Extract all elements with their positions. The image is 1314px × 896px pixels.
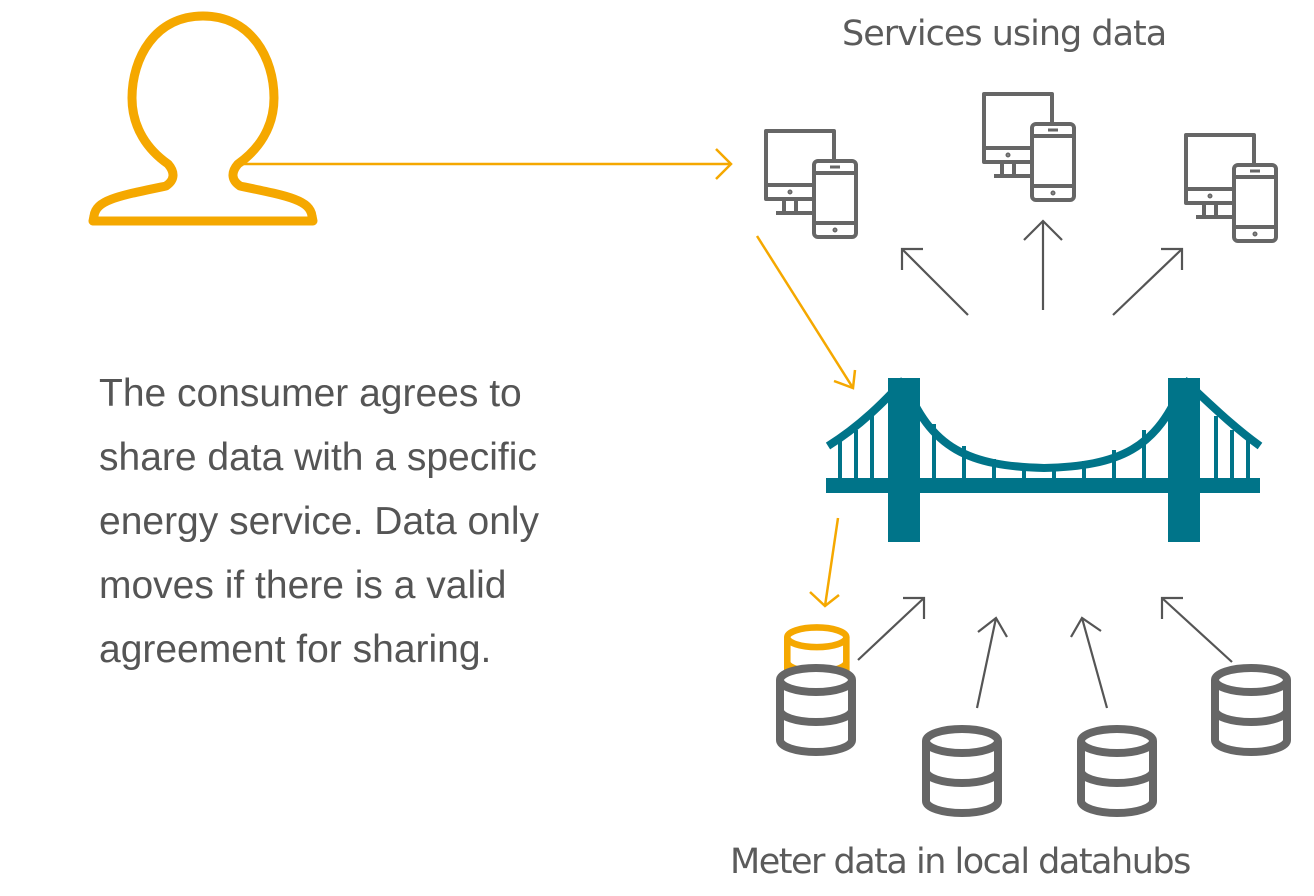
consent-arrow [236, 148, 733, 180]
datastore-to-bridge-arrows [857, 596, 1233, 709]
database-icon [1077, 726, 1157, 816]
meter-data-label: Meter data in local datahubs [730, 842, 1191, 882]
bridge-to-service-arrows [900, 219, 1184, 316]
bridge-icon [825, 377, 1263, 542]
service-device-icon [764, 129, 858, 239]
consumer-icon [88, 11, 318, 226]
service-device-icon [982, 92, 1076, 202]
bridge-to-datastore-arrow [809, 517, 840, 608]
service-to-bridge-arrow [755, 235, 857, 390]
description-line: share data with a specific [99, 436, 537, 479]
description-line: agreement for sharing. [99, 628, 492, 671]
database-icon [1211, 665, 1291, 755]
services-label: Services using data [842, 14, 1167, 54]
service-device-icon [1184, 133, 1278, 243]
database-icon [922, 726, 1002, 816]
database-icon [776, 665, 856, 755]
description-line: moves if there is a valid [99, 564, 507, 607]
description-line: The consumer agrees to [99, 372, 522, 415]
description-line: energy service. Data only [99, 500, 540, 543]
description-text: The consumer agrees to share data with a… [99, 362, 579, 682]
